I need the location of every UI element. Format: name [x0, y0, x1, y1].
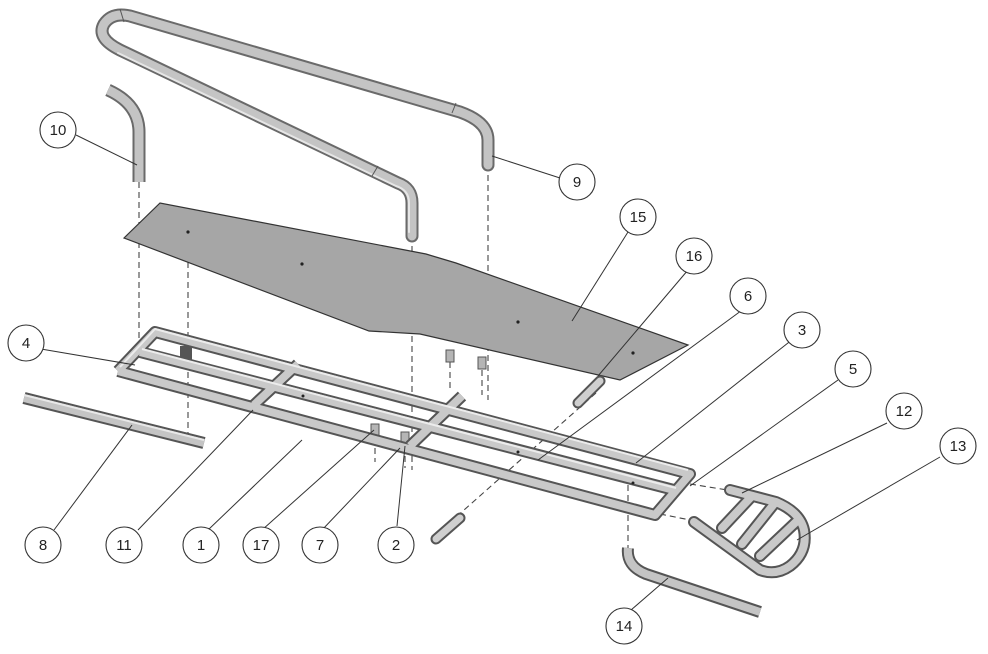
- svg-text:14: 14: [616, 618, 633, 635]
- svg-text:15: 15: [630, 209, 647, 226]
- step-ladder: [688, 484, 811, 579]
- svg-text:6: 6: [744, 288, 752, 305]
- svg-text:4: 4: [22, 335, 30, 352]
- floor-panel: [122, 202, 690, 381]
- svg-text:12: 12: [896, 403, 913, 420]
- balloon-2: 2: [377, 526, 415, 564]
- handrail-tube: [95, 8, 495, 243]
- panel-holes: [186, 230, 635, 355]
- balloon-4: 4: [7, 324, 45, 362]
- balloon-10: 10: [39, 111, 77, 149]
- svg-text:10: 10: [50, 122, 67, 139]
- balloon-7: 7: [301, 526, 339, 564]
- balloon-1: 1: [182, 526, 220, 564]
- svg-text:9: 9: [573, 174, 581, 191]
- spacer-tubes: [430, 375, 606, 545]
- balloon-15: 15: [619, 198, 657, 236]
- svg-text:3: 3: [798, 322, 806, 339]
- svg-text:8: 8: [39, 537, 47, 554]
- leader-lines: [40, 134, 941, 611]
- svg-text:1: 1: [197, 537, 205, 554]
- bent-post-tube: [105, 84, 146, 182]
- balloon-12: 12: [885, 392, 923, 430]
- balloon-11: 11: [105, 526, 143, 564]
- balloon-6: 6: [729, 277, 767, 315]
- fasteners: [370, 349, 487, 445]
- balloon-16: 16: [675, 237, 713, 275]
- balloon-14: 14: [605, 607, 643, 645]
- balloon-9: 9: [558, 163, 596, 201]
- balloon-5: 5: [834, 350, 872, 388]
- svg-text:16: 16: [686, 248, 703, 265]
- bottom-bent-tube: [621, 547, 762, 618]
- svg-text:2: 2: [392, 537, 400, 554]
- svg-text:5: 5: [849, 361, 857, 378]
- svg-text:13: 13: [950, 438, 967, 455]
- svg-text:11: 11: [116, 537, 132, 554]
- balloon-13: 13: [939, 427, 977, 465]
- svg-text:7: 7: [316, 537, 324, 554]
- handrail-seams: [119, 8, 457, 177]
- balloon-17: 17: [242, 526, 280, 564]
- frame-assembly: [113, 326, 696, 521]
- balloon-3: 3: [783, 311, 821, 349]
- balloon-8: 8: [24, 526, 62, 564]
- straight-tube-left: [22, 392, 206, 449]
- svg-text:17: 17: [253, 537, 270, 554]
